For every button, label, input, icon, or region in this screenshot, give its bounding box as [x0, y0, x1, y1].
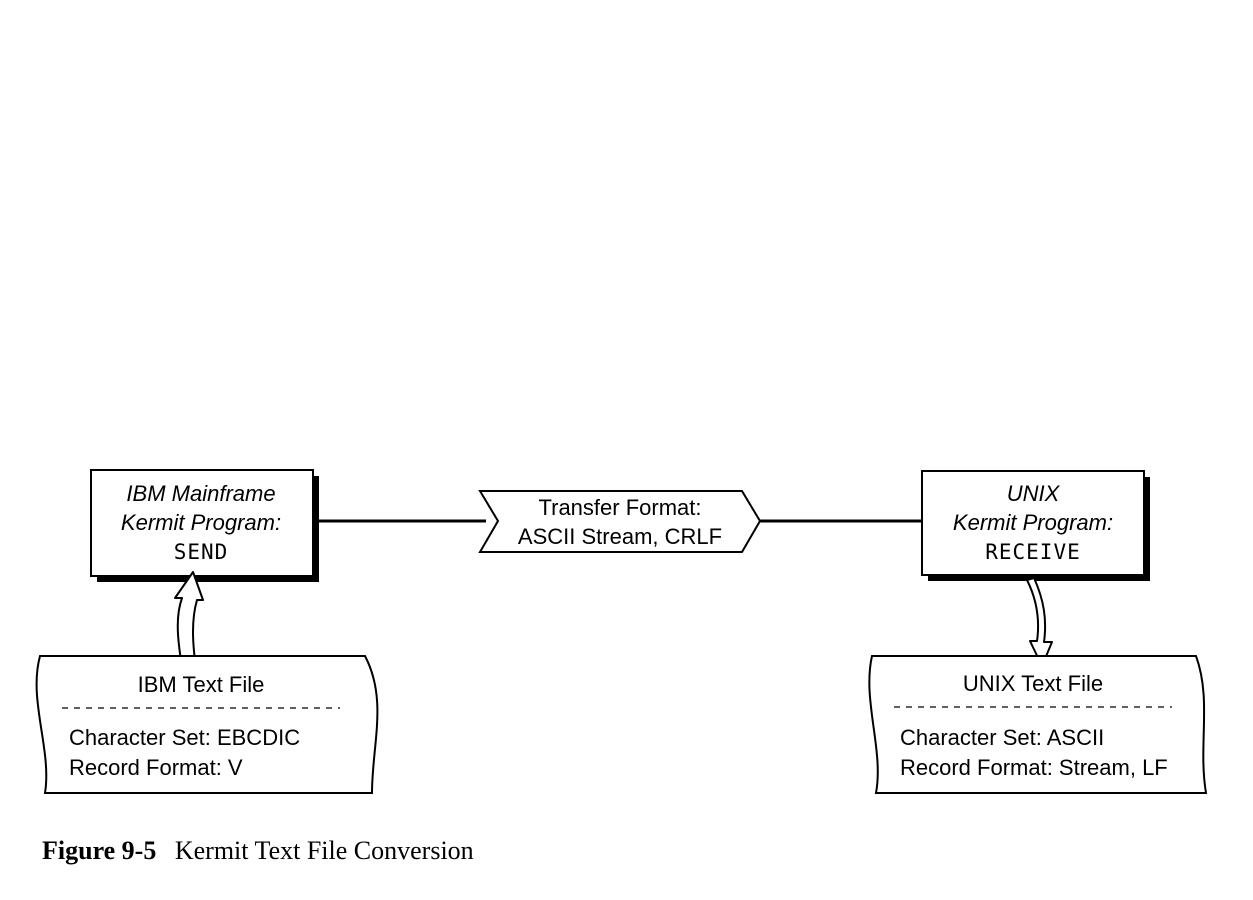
ibm-file-title: IBM Text File [138, 672, 265, 697]
transfer-line1: Transfer Format: [539, 495, 702, 520]
unix-file-title: UNIX Text File [963, 671, 1103, 696]
ibm-program-command: SEND [174, 540, 229, 564]
unix-file-shape [868, 655, 1208, 794]
ibm-kermit-program-box: IBM Mainframe Kermit Program: SEND [90, 469, 319, 582]
figure-title: Kermit Text File Conversion [174, 836, 474, 865]
unix-program-command: RECEIVE [985, 540, 1081, 564]
ibm-file-shape [35, 655, 379, 794]
ibm-text-file: IBM Text File Character Set: EBCDIC Reco… [35, 655, 379, 794]
ibm-box-frame [90, 469, 314, 577]
transfer-line2: ASCII Stream, CRLF [518, 524, 722, 549]
unix-file-record-format: Record Format: Stream, LF [900, 755, 1168, 780]
figure-label: Figure 9-5 [42, 836, 157, 865]
unix-box-frame [921, 470, 1145, 576]
transfer-format-banner: Transfer Format: ASCII Stream, CRLF [478, 490, 762, 553]
ibm-file-record-format: Record Format: V [69, 755, 243, 780]
arrow-up-icon [174, 571, 204, 661]
unix-text-file: UNIX Text File Character Set: ASCII Reco… [868, 655, 1208, 794]
ibm-program-line1: IBM Mainframe [126, 481, 275, 506]
ibm-program-line2: Kermit Program: [121, 510, 281, 535]
unix-program-line2: Kermit Program: [953, 510, 1113, 535]
figure-caption: Figure 9-5 Kermit Text File Conversion [42, 836, 474, 866]
unix-program-line1: UNIX [1007, 481, 1061, 506]
unix-file-charset: Character Set: ASCII [900, 725, 1104, 750]
arrow-down-icon [1026, 577, 1053, 667]
transfer-banner-shape [478, 490, 762, 553]
unix-kermit-program-box: UNIX Kermit Program: RECEIVE [921, 470, 1150, 581]
ibm-file-charset: Character Set: EBCDIC [69, 725, 300, 750]
